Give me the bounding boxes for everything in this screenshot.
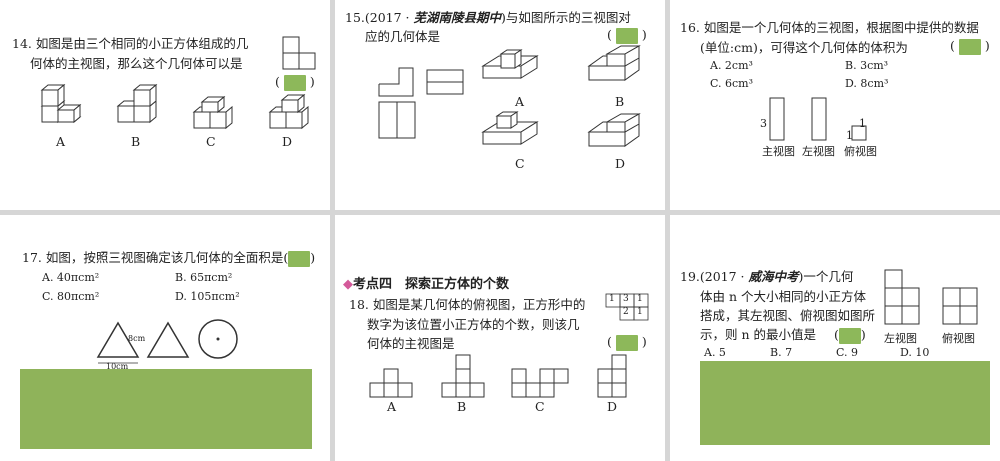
q19-left-view: [884, 269, 920, 325]
q15-answer-box[interactable]: [615, 27, 638, 44]
q16-line2: (单位:cm)，可得这个几何体的体积为: [700, 40, 908, 55]
q18-option-a-figure: [369, 368, 413, 398]
q16-label-top: 俯视图: [844, 145, 877, 158]
q15-option-c-figure: [481, 111, 539, 145]
q16-choice-d[interactable]: D. 8cm³: [845, 77, 889, 90]
q15-option-d[interactable]: D: [615, 156, 626, 171]
q18-line1: 18. 如图是某几何体的俯视图，正方形中的: [349, 297, 586, 312]
q16-label-front: 主视图: [762, 145, 795, 158]
q16-choice-b[interactable]: B. 3cm³: [845, 59, 889, 72]
q17-dim-10: 10cm: [106, 362, 129, 371]
q19-label-left: 左视图: [884, 332, 917, 345]
q14-line1: 14. 如图是由三个相同的小正方体组成的几: [12, 36, 249, 51]
q18-option-a[interactable]: A: [387, 399, 397, 414]
q17-choice-c[interactable]: C. 80πcm²: [42, 290, 100, 303]
q19-line3: 搭成，其左视图、俯视图如图所: [700, 308, 876, 323]
q16-views: [769, 97, 867, 141]
q18-grid-r1c1: 1: [609, 294, 615, 304]
q14-option-d[interactable]: D: [282, 134, 293, 149]
q16-dim-3: 3: [760, 117, 767, 130]
q17-answer-cover: [20, 369, 312, 449]
q16-choice-a[interactable]: A. 2cm³: [710, 59, 753, 72]
q18-grid-r1c3: 1: [637, 294, 643, 304]
q18-answer-box[interactable]: [615, 334, 638, 351]
panel-q19: 19.(2017 · 威海中考)一个几何 体由 n 个大小相同的小正方体 搭成，…: [670, 215, 1000, 461]
q15-option-a[interactable]: A: [515, 94, 525, 109]
q14-option-a[interactable]: A: [56, 134, 66, 149]
q15-option-c[interactable]: C: [515, 156, 525, 171]
q17-dim-8: 8cm: [128, 334, 146, 343]
diamond-icon: ◆: [343, 277, 353, 292]
q14-option-a-figure: [40, 83, 82, 124]
q15-option-d-figure: [587, 113, 641, 147]
q17-choice-b[interactable]: B. 65πcm²: [175, 271, 233, 284]
q19-top-view: [942, 287, 978, 325]
q18-option-d-figure: [597, 354, 627, 398]
panel-q17: 17. 如图，按照三视图确定该几何体的全面积是() A. 40πcm² B. 6…: [0, 215, 330, 461]
q18-option-d[interactable]: D: [607, 399, 618, 414]
q16-dim-1-left: 1: [846, 129, 853, 142]
q19-answer-box[interactable]: [838, 327, 861, 344]
panel-q18: ◆考点四 探索正方体的个数 18. 如图是某几何体的俯视图，正方形中的 数字为该…: [335, 215, 665, 461]
panel-q14: 14. 如图是由三个相同的小正方体组成的几 何体的主视图，那么这个几何体可以是 …: [0, 0, 330, 210]
q14-line2: 何体的主视图，那么这个几何体可以是: [30, 56, 243, 71]
q19-source: 威海中考: [748, 269, 799, 284]
q15-line1: 15.(2017 · 芜湖南陵县期中)与如图所示的三视图对: [345, 10, 631, 25]
q17-answer-box[interactable]: [288, 250, 311, 267]
q15-answer[interactable]: ( ): [607, 27, 647, 44]
q19-line1: 19.(2017 · 威海中考)一个几何: [680, 269, 854, 284]
q19-line4: 示，则 n 的最小值是 (): [700, 327, 866, 344]
q19-choice-b[interactable]: B. 7: [770, 346, 793, 359]
q18-grid-r2c3: 1: [637, 307, 643, 317]
q14-main-view: [282, 36, 316, 70]
q18-grid-r1c2: 3: [623, 294, 629, 304]
q17-choice-a[interactable]: A. 40πcm²: [42, 271, 100, 284]
q14-option-c-figure: [192, 95, 233, 130]
q17-line1: 17. 如图，按照三视图确定该几何体的全面积是(): [22, 250, 316, 267]
panel-q15: 15.(2017 · 芜湖南陵县期中)与如图所示的三视图对 应的几何体是 ( ): [335, 0, 665, 210]
q16-answer[interactable]: ( ): [950, 38, 990, 55]
q18-top-view-grid: [605, 293, 649, 321]
q16-choice-c[interactable]: C. 6cm³: [710, 77, 754, 90]
q19-label-top: 俯视图: [942, 332, 975, 345]
q17-choice-d[interactable]: D. 105πcm²: [175, 290, 240, 303]
q16-line1: 16. 如图是一个几何体的三视图，根据图中提供的数据: [680, 20, 979, 35]
q18-option-c[interactable]: C: [535, 399, 545, 414]
q14-option-c[interactable]: C: [206, 134, 216, 149]
q19-choice-d[interactable]: D. 10: [900, 346, 930, 359]
q18-answer[interactable]: ( ): [607, 334, 647, 351]
panel-q16: 16. 如图是一个几何体的三视图，根据图中提供的数据 (单位:cm)，可得这个几…: [670, 0, 1000, 210]
q15-option-b[interactable]: B: [615, 94, 625, 109]
q15-option-a-figure: [481, 49, 539, 79]
q19-choice-a[interactable]: A. 5: [704, 346, 726, 359]
q18-option-b-figure: [441, 354, 485, 398]
q15-option-b-figure: [587, 45, 641, 81]
q16-label-left: 左视图: [802, 145, 835, 158]
q16-dim-1-top: 1: [859, 117, 866, 130]
q18-option-c-figure: [511, 368, 569, 398]
q18-line3: 何体的主视图是: [367, 336, 455, 351]
q15-line2: 应的几何体是: [365, 29, 441, 44]
q19-line2: 体由 n 个大小相同的小正方体: [700, 289, 866, 304]
q15-three-views: [378, 67, 464, 139]
q15-source: 芜湖南陵县期中: [413, 10, 502, 25]
q14-answer[interactable]: ( ): [275, 74, 315, 91]
q14-option-d-figure: [268, 93, 309, 130]
q18-grid-r2c2: 2: [623, 307, 629, 317]
q14-option-b[interactable]: B: [131, 134, 141, 149]
q18-option-b[interactable]: B: [457, 399, 467, 414]
q14-answer-box[interactable]: [283, 74, 306, 91]
q14-option-b-figure: [116, 83, 158, 124]
q16-answer-box[interactable]: [958, 38, 981, 55]
q19-choice-c[interactable]: C. 9: [836, 346, 859, 359]
q19-answer-cover: [700, 361, 990, 445]
q18-line2: 数字为该位置小正方体的个数，则该几: [367, 317, 580, 332]
kp4-heading: ◆考点四 探索正方体的个数: [343, 277, 510, 292]
q17-three-views: [96, 319, 238, 364]
